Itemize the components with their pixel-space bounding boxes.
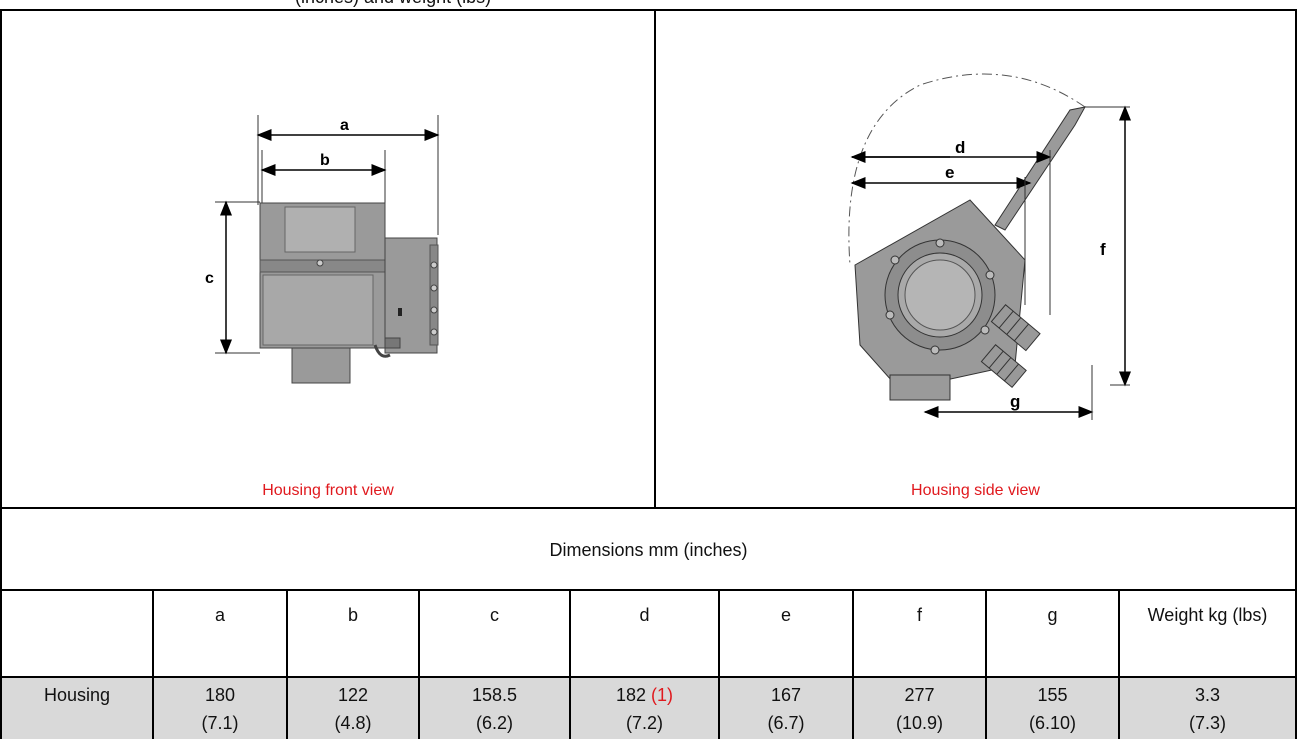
label-d: d — [955, 138, 965, 157]
hline-3 — [0, 676, 1297, 678]
col-line-1 — [152, 589, 154, 739]
value-d-mm: 182 (1) — [571, 680, 718, 710]
value-g-in: (6.10) — [1028, 713, 1077, 733]
hline-1 — [0, 507, 1297, 509]
col-line-2 — [286, 589, 288, 739]
dimensions-title: Dimensions mm (inches) — [549, 540, 748, 560]
col-line-3 — [418, 589, 420, 739]
header-cell-d: d — [639, 605, 650, 625]
value-f-in: (10.9) — [895, 713, 944, 733]
label-g: g — [1010, 392, 1020, 411]
label-f: f — [1100, 240, 1106, 259]
border-top — [0, 9, 1297, 11]
value-d-in: (7.2) — [625, 713, 663, 733]
value-c-in: (6.2) — [475, 713, 513, 733]
header-fragment: (inches) and weight (lbs) — [295, 0, 491, 8]
value-a-mm: 180 — [204, 685, 236, 705]
front-view-caption: Housing front view — [262, 482, 394, 499]
header-cell-weight: Weight kg (lbs) — [1147, 605, 1268, 625]
value-f-mm: 277 — [904, 685, 935, 705]
label-b: b — [320, 152, 330, 169]
header-cell-b: b — [347, 605, 358, 625]
value-g-mm: 155 — [1037, 685, 1068, 705]
data-row-background — [0, 677, 1297, 739]
header-cell-c: c — [490, 605, 499, 625]
header-cell-e: e — [780, 605, 791, 625]
footnote-marker: (1) — [651, 685, 674, 705]
header-cell-f: f — [916, 605, 922, 625]
border-left — [0, 9, 2, 739]
value-a-in: (7.1) — [201, 713, 239, 733]
value-weight-kg: 3.3 — [1194, 685, 1221, 705]
divider-drawings — [654, 9, 656, 509]
header-cell-g: g — [1047, 605, 1058, 625]
hline-2 — [0, 589, 1297, 591]
value-b-mm: 122 — [337, 685, 369, 705]
value-d-number: 182 — [615, 685, 647, 705]
housing-front-view-drawing: a b c — [205, 115, 440, 384]
side-view-caption: Housing side view — [911, 482, 1040, 499]
col-line-6 — [852, 589, 854, 739]
col-line-5 — [718, 589, 720, 739]
col-line-8 — [1118, 589, 1120, 739]
row-label-housing: Housing — [43, 685, 111, 705]
housing-side-view-drawing: d e f g — [848, 73, 1131, 420]
value-b-in: (4.8) — [334, 713, 372, 733]
label-c: c — [205, 270, 214, 287]
header-cell-a: a — [214, 605, 225, 625]
label-a: a — [340, 117, 349, 134]
value-c-mm: 158.5 — [471, 685, 518, 705]
col-line-4 — [569, 589, 571, 739]
label-e: e — [945, 163, 954, 182]
col-line-7 — [985, 589, 987, 739]
value-weight-lbs: (7.3) — [1188, 713, 1226, 733]
value-e-mm: 167 — [770, 685, 802, 705]
border-right — [1295, 9, 1297, 739]
value-e-in: (6.7) — [767, 713, 805, 733]
